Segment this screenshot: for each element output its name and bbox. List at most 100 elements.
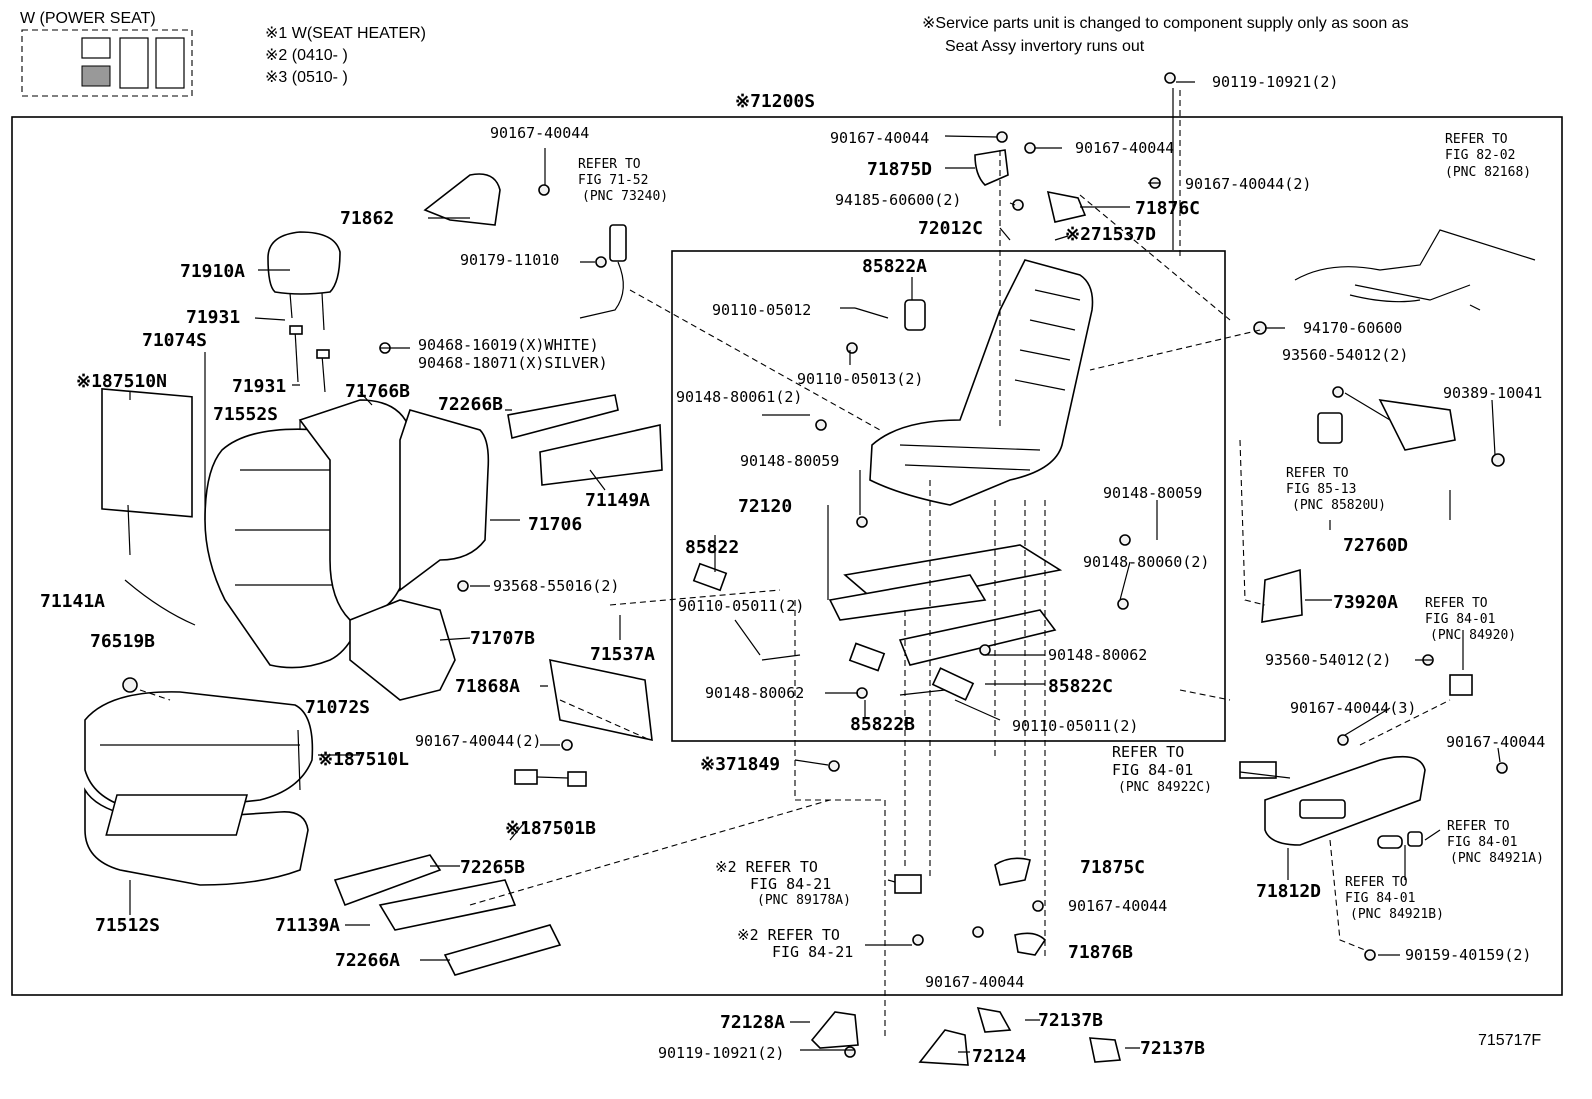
seatback-heater [101,388,196,626]
label-72137B-a: 72137B [1038,1010,1103,1031]
label-94185: 94185-60600(2) [835,191,961,209]
label-85822: 85822 [685,537,739,558]
label-90148-80062-b: 90148-80062 [705,684,804,702]
seatback-pad [298,399,411,621]
label-90110-05013: 90110-05013(2) [797,370,923,388]
seatback-lining [349,599,456,701]
label-73920A: 73920A [1333,592,1398,613]
label-72266B: 72266B [438,394,503,415]
label-90119-bot: 90119-10921(2) [658,1044,784,1062]
label-90148-80059-a: 90148-80059 [740,452,839,470]
trim-71868A [549,658,653,742]
label-90167-a: 90167-40044 [830,129,929,147]
label-refer-8513-1: REFER TO [1286,466,1349,481]
label-71766B: 71766B [345,381,410,402]
bracket-72137B-a [976,1006,1012,1033]
label-refer-8202-3: (PNC 82168) [1445,165,1531,180]
seat-frame [869,259,1094,506]
label-refer-8401d-3: (PNC 84921B) [1350,907,1444,922]
label-refer-8401a-1: REFER TO [1425,596,1488,611]
label-71875D: 71875D [867,159,932,180]
label-72265B: 72265B [460,857,525,878]
seat-track [828,544,1063,666]
cushion-heater [105,794,248,836]
bracket-71862 [423,173,501,226]
label-187510N: ※187510N [76,371,167,392]
label-90159: 90159-40159(2) [1405,946,1531,964]
label-71910A: 71910A [180,261,245,282]
motor-85822B [848,642,886,672]
wire-harness [1294,229,1536,311]
label-71876B: 71876B [1068,942,1133,963]
note-2: ※2 (0410- ) [265,47,348,64]
heater-connector [514,769,587,787]
label-90167-g: 90167-40044 [1446,733,1545,751]
cover-72124 [918,1029,969,1066]
seatbelt-buckle [579,224,627,319]
label-72012C: 72012C [918,218,983,239]
label-71072S: 71072S [305,697,370,718]
connector-84920 [1449,674,1473,696]
label-refer-8401c-2: FIG 84-01 [1447,835,1517,850]
note-3: ※3 (0510- ) [265,69,348,86]
seat-selector-icon [21,29,193,97]
label-72760D: 72760D [1343,535,1408,556]
label-90119-top: 90119-10921(2) [1212,73,1338,91]
label-93560-b: 93560-54012(2) [1265,651,1391,669]
cover-71875D [974,149,1009,186]
label-71876C: 71876C [1135,198,1200,219]
label-90148-80062-a: 90148-80062 [1048,646,1147,664]
label-refer-8401d-2: FIG 84-01 [1345,891,1415,906]
label-90110-05012: 90110-05012 [712,301,811,319]
trim-72266A [443,924,562,976]
label-90389: 90389-10041 [1443,384,1542,402]
label-71537A: 71537A [590,644,655,665]
label-refer-8401c-1: REFER TO [1447,819,1510,834]
bolt-90110-05012 [854,307,889,319]
leader-lines [129,81,1501,1053]
label-refer-8401b-1: REFER TO [1112,743,1184,761]
label-refer-8401b-2: FIG 84-01 [1112,761,1193,779]
label-90179: 90179-11010 [460,251,559,269]
label-72120: 72120 [738,496,792,517]
knob-84921A [1407,831,1423,847]
label-71875C: 71875C [1080,857,1145,878]
label-refer-8401b-3: (PNC 84922C) [1118,780,1212,795]
power-seat-switch [1299,799,1346,819]
label-90167-2: 90167-40044(2) [415,732,541,750]
connector-89178A [894,874,922,894]
label-90167-3: 90167-40044(3) [1290,699,1416,717]
label-71931-b: 71931 [232,376,286,397]
label-72137B-b: 72137B [1140,1038,1205,1059]
variant-title: W (POWER SEAT) [20,10,156,27]
label-90110-05011-b: 90110-05011(2) [1012,717,1138,735]
label-85822B: 85822B [850,714,915,735]
label-refer-8421b-2: FIG 84-21 [772,943,853,961]
label-71812D: 71812D [1256,881,1321,902]
bracket-72760D [1378,398,1456,451]
trim-72265B [333,854,442,907]
label-refer-8401c-3: (PNC 84921A) [1450,851,1544,866]
note-1: ※1 W(SEAT HEATER) [265,25,426,42]
label-90148-80060: 90148-80060(2) [1083,553,1209,571]
label-refer-8513-2: FIG 85-13 [1286,482,1356,497]
label-72266A: 72266A [335,950,400,971]
label-refer-8401a-2: FIG 84-01 [1425,612,1495,627]
seatback-board [399,409,490,592]
label-90167-b: 90167-40044 [1075,139,1174,157]
cover-71875C [994,857,1031,886]
label-refer-7152-2: FIG 71-52 [578,173,648,188]
cover-71876C [1046,190,1087,223]
trim-72266B [507,394,619,439]
label-71707B: 71707B [470,628,535,649]
motor-85822C [931,667,975,701]
label-72124: 72124 [972,1046,1026,1067]
motor-85822 [692,562,728,592]
assembly-label: ※71200S [735,91,815,112]
label-refer-8421a-2: FIG 84-21 [750,875,831,893]
label-90148-80061: 90148-80061(2) [676,388,802,406]
trim-71149A [539,424,663,486]
label-refer-8202-2: FIG 82-02 [1445,148,1515,163]
seat-track-subassembly-frame [671,250,1226,742]
